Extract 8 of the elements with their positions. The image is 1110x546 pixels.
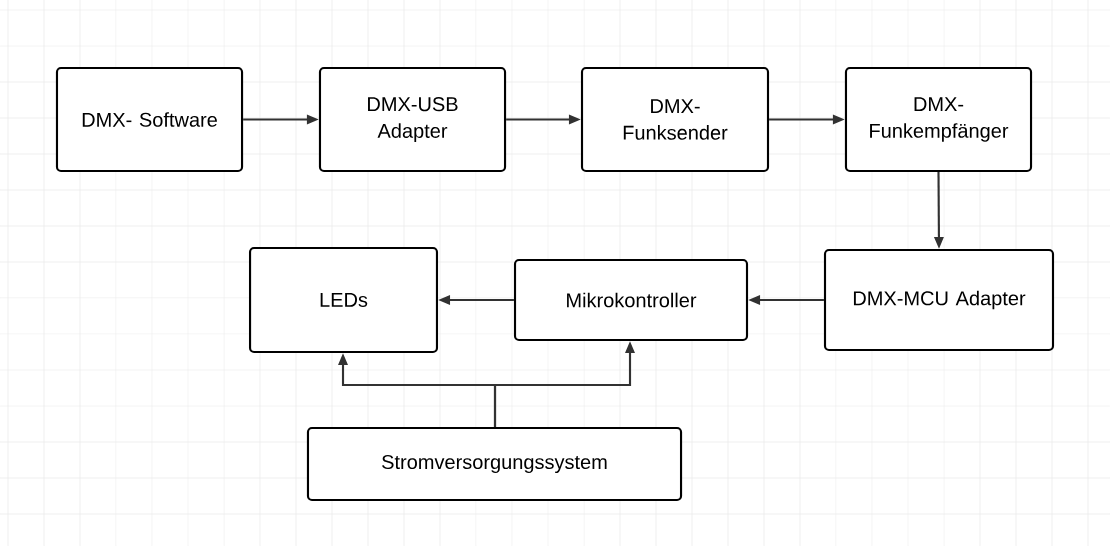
process-box: DMX- Software	[55, 66, 244, 173]
process-box: DMX- Funksender	[580, 66, 770, 173]
process-box: DMX-MCU Adapter	[823, 248, 1055, 352]
process-box: DMX-USB Adapter	[318, 66, 507, 173]
process-box: Stromversorgungssystem	[306, 426, 683, 502]
process-box: DMX- Funkempfänger	[844, 66, 1033, 173]
process-box: Mikrokontroller	[513, 258, 749, 342]
process-box: LEDs	[249, 246, 439, 354]
